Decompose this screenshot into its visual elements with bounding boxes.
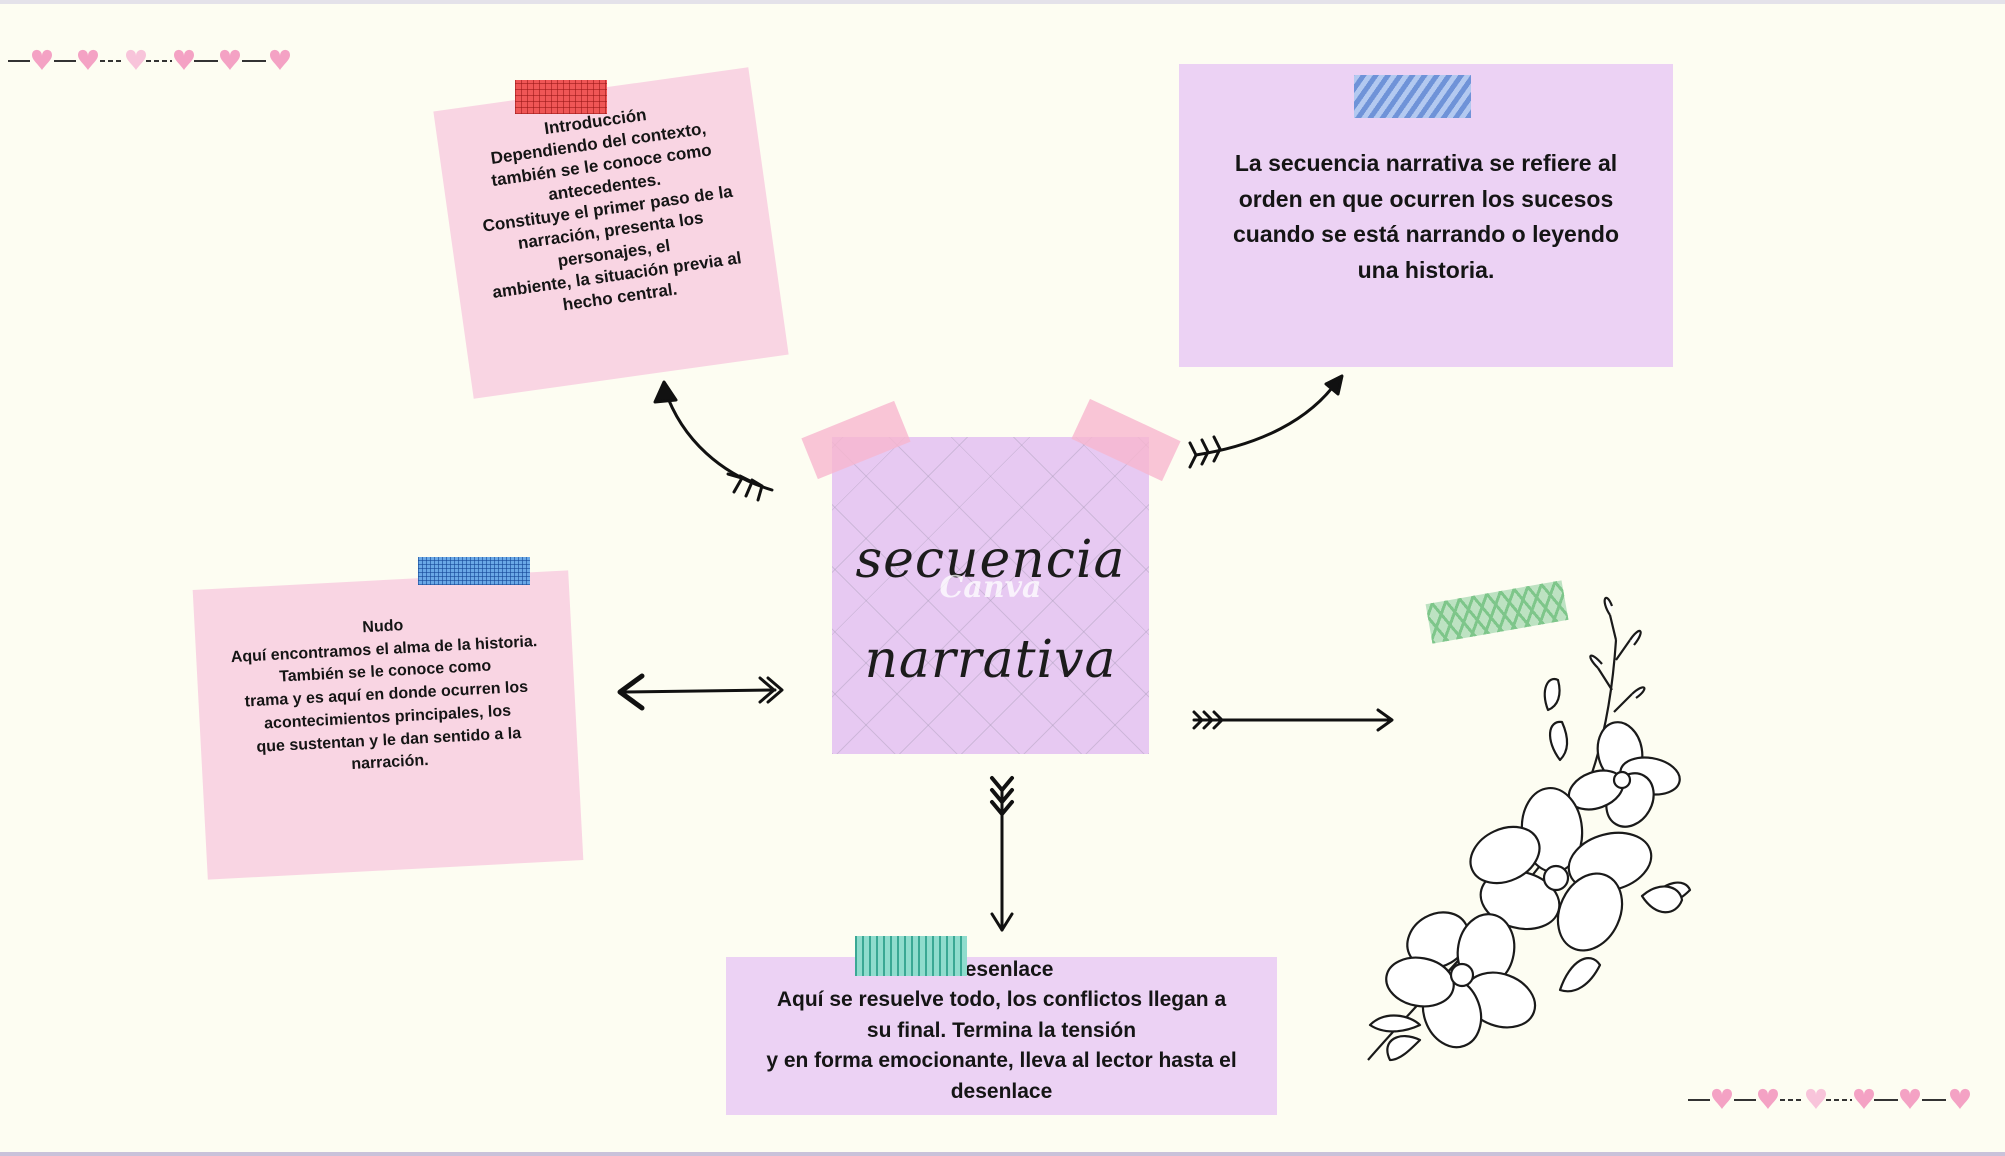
- heart-icon: [220, 49, 240, 70]
- note-desenlace: Desenlace Aquí se resuelve todo, los con…: [726, 957, 1277, 1115]
- definicion-text: La secuencia narrativa se refiere al ord…: [1233, 150, 1619, 283]
- heart-icon: [270, 49, 290, 70]
- tape-red-grid: [515, 80, 607, 114]
- heart-icon: [1806, 1088, 1826, 1109]
- central-note: secuencia Canva narrativa: [832, 437, 1149, 754]
- tape-blue-grid: [418, 557, 530, 585]
- heart-icon: [1900, 1088, 1920, 1109]
- central-title-line1: secuencia: [855, 530, 1126, 590]
- heart-icon: [1854, 1088, 1874, 1109]
- nudo-text: Nudo Aquí encontramos el alma de la hist…: [230, 617, 538, 774]
- introduccion-text: Introducción Dependiendo del contexto, t…: [481, 105, 743, 315]
- heart-icon: [78, 49, 98, 70]
- heart-garland-bottom-right: [1688, 1088, 1970, 1109]
- heart-icon: [32, 49, 52, 70]
- note-introduccion: Introducción Dependiendo del contexto, t…: [433, 67, 789, 399]
- top-border: [0, 0, 2005, 4]
- heart-garland-top-left: [8, 49, 290, 70]
- desenlace-title: Desenlace: [949, 958, 1054, 981]
- heart-icon: [1950, 1088, 1970, 1109]
- central-title-line2: narrativa: [864, 630, 1117, 690]
- heart-icon: [1758, 1088, 1778, 1109]
- tape-teal-stripes: [855, 936, 967, 976]
- canva-watermark: Canva: [939, 570, 1042, 605]
- bottom-border: [0, 1152, 2005, 1156]
- heart-icon: [1712, 1088, 1732, 1109]
- heart-icon: [174, 49, 194, 70]
- note-nudo: Nudo Aquí encontramos el alma de la hist…: [192, 570, 584, 880]
- desenlace-text: Aquí se resuelve todo, los conflictos ll…: [766, 988, 1237, 1103]
- heart-icon: [126, 49, 146, 70]
- tape-blue-stripes: [1354, 75, 1471, 118]
